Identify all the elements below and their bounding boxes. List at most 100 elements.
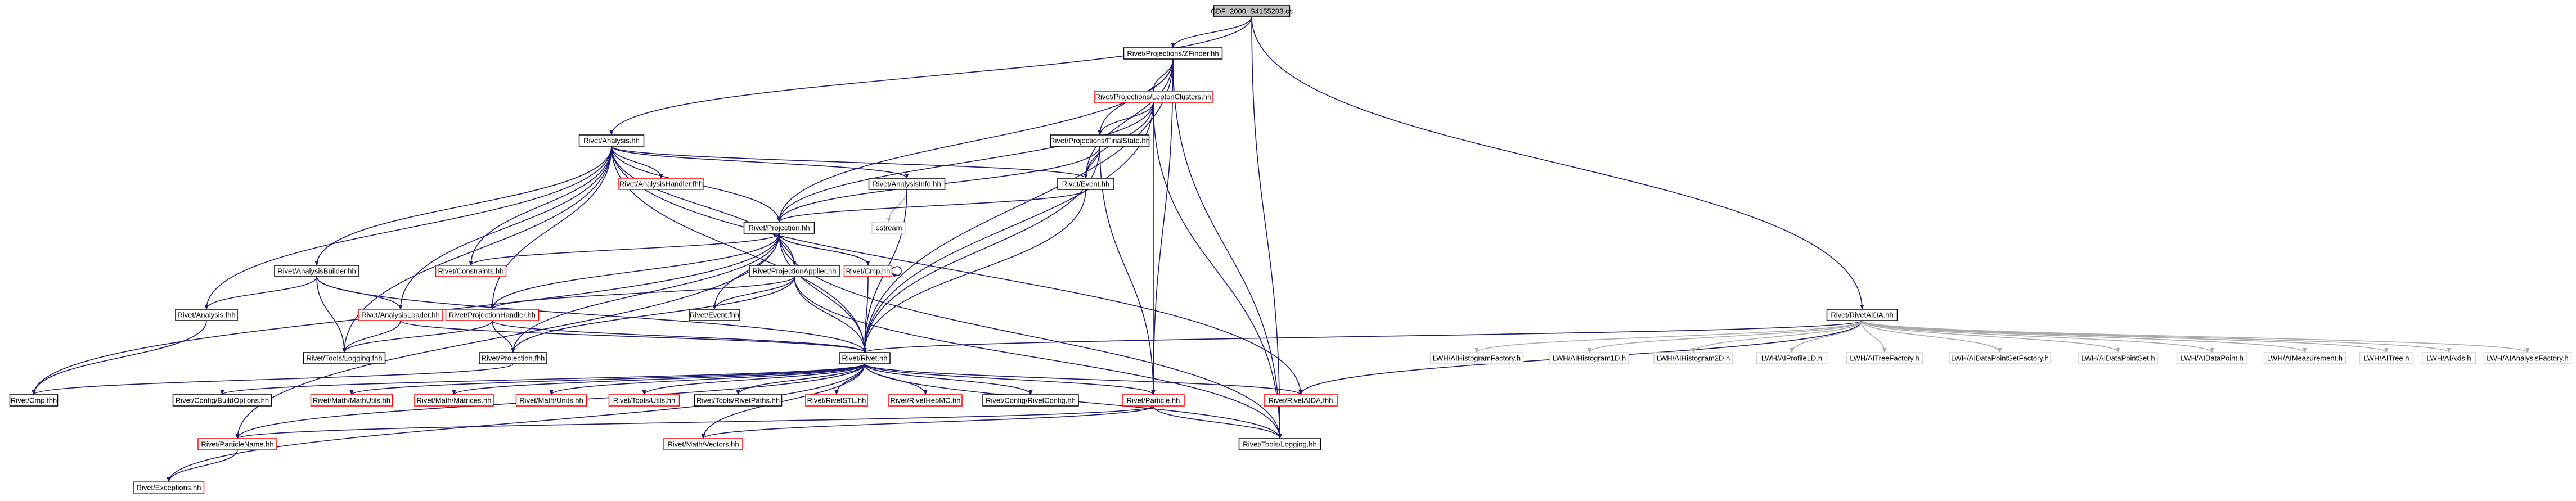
node-label-root: CDF_2000_S4155203.cc	[1211, 7, 1293, 16]
node-root[interactable]: CDF_2000_S4155203.cc	[1211, 5, 1293, 17]
edge-analysisbuilder-to-rivethh	[316, 276, 867, 353]
node-event[interactable]: Rivet/Event.hh	[1057, 178, 1114, 190]
node-label-lwh_hist1d: LWH/AIHistogram1D.h	[1553, 354, 1626, 363]
edge-rivetaidahh-to-lwh_dps	[1862, 320, 2120, 353]
edge-rivethh-to-particlehh	[864, 363, 1156, 395]
node-projectionfhh[interactable]: Rivet/Projection.fhh	[479, 352, 547, 364]
node-rivetaidahh[interactable]: Rivet/RivetAIDA.hh	[1826, 309, 1898, 321]
node-box-rivetstl	[805, 394, 868, 407]
node-lwh_dpsfactory: LWH/AIDataPointSetFactory.h	[1949, 352, 2051, 364]
node-label-toolsutils: Rivet/Tools/Utils.hh	[613, 396, 676, 405]
node-analysisfhh[interactable]: Rivet/Analysis.fhh	[175, 309, 238, 321]
node-analysis[interactable]: Rivet/Analysis.hh	[578, 134, 645, 147]
node-rivetpaths[interactable]: Rivet/Tools/RivetPaths.hh	[694, 394, 783, 407]
edge-event-to-projection	[777, 189, 1086, 223]
node-box-lwh_hist2d	[1653, 352, 1733, 364]
edge-analysisfhh-to-cmpfhh	[32, 320, 207, 395]
node-projectionapplier[interactable]: Rivet/ProjectionApplier.hh	[749, 265, 840, 277]
edge-event-to-rivethh	[862, 189, 1086, 353]
node-leptonclusters[interactable]: Rivet/Projections/LeptonClusters.hh	[1094, 91, 1213, 103]
node-box-matrices	[414, 394, 494, 407]
edge-rivetaidahh-to-lwh_histfactory	[1474, 320, 1863, 353]
edge-projectionapplier-to-projectionhandler	[490, 276, 795, 310]
edge-rivethh-to-toolsutils	[642, 363, 865, 395]
node-lwh_profile1d: LWH/AIProfile1D.h	[1756, 352, 1828, 364]
node-matrices[interactable]: Rivet/Math/Matrices.hh	[414, 394, 494, 407]
node-label-configbuild: Rivet/Config/BuildOptions.hh	[176, 396, 269, 405]
node-zfinder[interactable]: Rivet/Projections/ZFinder.hh	[1123, 47, 1223, 60]
node-analysisinfo[interactable]: Rivet/AnalysisInfo.hh	[868, 178, 946, 190]
node-box-analysisloader	[358, 309, 443, 321]
node-box-lwh_histfactory	[1429, 352, 1524, 364]
node-rivetaidafhh[interactable]: Rivet/RivetAIDA.fhh	[1264, 394, 1338, 407]
edge-projectionhandler-to-rivethh	[492, 320, 867, 353]
node-analysisloader[interactable]: Rivet/AnalysisLoader.hh	[358, 309, 443, 321]
node-label-lwh_profile1d: LWH/AIProfile1D.h	[1761, 354, 1822, 363]
node-rivetconfig[interactable]: Rivet/Config/RivetConfig.hh	[982, 394, 1079, 407]
node-constraints[interactable]: Rivet/Constraints.hh	[435, 265, 507, 277]
edge-rivethh-to-configbuild	[220, 363, 865, 395]
node-label-lwh_tree: LWH/AITree.h	[2364, 354, 2409, 363]
node-toolslogginghh[interactable]: Rivet/Tools/Logging.hh	[1238, 438, 1321, 450]
edge-root-to-rivetaidahh	[1251, 16, 1864, 310]
node-analysishandler[interactable]: Rivet/AnalysisHandler.fhh	[618, 178, 704, 190]
node-rivethh[interactable]: Rivet/Rivet.hh	[839, 352, 891, 364]
node-label-analysishandler: Rivet/AnalysisHandler.fhh	[619, 180, 703, 188]
node-exceptions[interactable]: Rivet/Exceptions.hh	[133, 481, 205, 494]
node-box-particlename	[197, 438, 277, 450]
node-label-mathvectors: Rivet/Math/Vectors.hh	[667, 440, 739, 449]
node-mathvectors[interactable]: Rivet/Math/Vectors.hh	[663, 438, 743, 450]
edge-rivetaidahh-to-lwh_hist1d	[1587, 320, 1863, 353]
node-label-rivetstl: Rivet/RivetSTL.hh	[807, 396, 866, 405]
node-cmphh[interactable]: Rivet/Cmp.hh	[843, 265, 893, 277]
node-rivethepmc[interactable]: Rivet/RivetHepMC.hh	[888, 394, 963, 407]
node-box-lwh_dps	[2078, 352, 2158, 364]
node-box-event	[1057, 178, 1114, 190]
edge-rivethh-to-rivetconfig	[864, 363, 1033, 395]
edge-rivethh-to-units	[549, 363, 865, 395]
node-box-ostream	[871, 222, 906, 234]
node-box-mathvectors	[663, 438, 743, 450]
node-label-projectionfhh: Rivet/Projection.fhh	[482, 354, 545, 363]
node-lwh_tree: LWH/AITree.h	[2359, 352, 2414, 364]
node-toolsutils[interactable]: Rivet/Tools/Utils.hh	[608, 394, 680, 407]
node-toolsloggingfhh[interactable]: Rivet/Tools/Logging.fhh	[303, 352, 386, 364]
node-box-toolslogginghh	[1238, 438, 1321, 450]
edge-leptonclusters-to-finalstate	[1098, 102, 1154, 136]
node-box-toolsutils	[608, 394, 680, 407]
node-cmpfhh[interactable]: Rivet/Cmp.fhh	[9, 394, 59, 407]
node-particlehh[interactable]: Rivet/Particle.hh	[1122, 394, 1185, 407]
edge-cmphh-to-cmphh	[891, 266, 902, 278]
node-particlename[interactable]: Rivet/ParticleName.hh	[197, 438, 277, 450]
node-rivetstl[interactable]: Rivet/RivetSTL.hh	[805, 394, 868, 407]
node-box-lwh_treefactory	[1846, 352, 1923, 364]
node-projection[interactable]: Rivet/Projection.hh	[743, 222, 815, 234]
node-box-rivetconfig	[982, 394, 1079, 407]
edge-projection-to-toolslogginghh	[779, 233, 1282, 439]
node-eventfhh[interactable]: Rivet/Event.fhh	[689, 309, 740, 321]
node-lwh_hist1d: LWH/AIHistogram1D.h	[1549, 352, 1629, 364]
node-box-cmpfhh	[9, 394, 59, 407]
edge-finalstate-to-rivethh	[862, 146, 1100, 353]
node-box-eventfhh	[689, 309, 740, 321]
edge-projectionapplier-to-eventfhh	[712, 276, 795, 310]
node-label-rivetpaths: Rivet/Tools/RivetPaths.hh	[696, 396, 780, 405]
node-configbuild[interactable]: Rivet/Config/BuildOptions.hh	[172, 394, 272, 407]
node-box-units	[515, 394, 587, 407]
edge-particlehh-to-toolslogginghh	[1153, 405, 1282, 439]
edges-layer	[32, 16, 2530, 482]
node-label-rivethepmc: Rivet/RivetHepMC.hh	[891, 396, 961, 405]
node-box-lwh_anafactory	[2483, 352, 2572, 364]
edge-analysisbuilder-to-analysisfhh	[204, 276, 317, 310]
node-units[interactable]: Rivet/Math/Units.hh	[515, 394, 587, 407]
node-projectionhandler[interactable]: Rivet/ProjectionHandler.hh	[445, 309, 540, 321]
node-analysisbuilder[interactable]: Rivet/AnalysisBuilder.hh	[274, 265, 359, 277]
node-label-rivethh: Rivet/Rivet.hh	[842, 354, 888, 363]
node-finalstate[interactable]: Rivet/Projections/FinalState.hh	[1050, 134, 1150, 147]
node-mathutils[interactable]: Rivet/Math/MathUtils.hh	[310, 394, 393, 407]
node-box-projection	[743, 222, 815, 234]
node-label-exceptions: Rivet/Exceptions.hh	[137, 484, 201, 492]
node-box-lwh_axis	[2421, 352, 2476, 364]
node-label-constraints: Rivet/Constraints.hh	[438, 267, 503, 276]
